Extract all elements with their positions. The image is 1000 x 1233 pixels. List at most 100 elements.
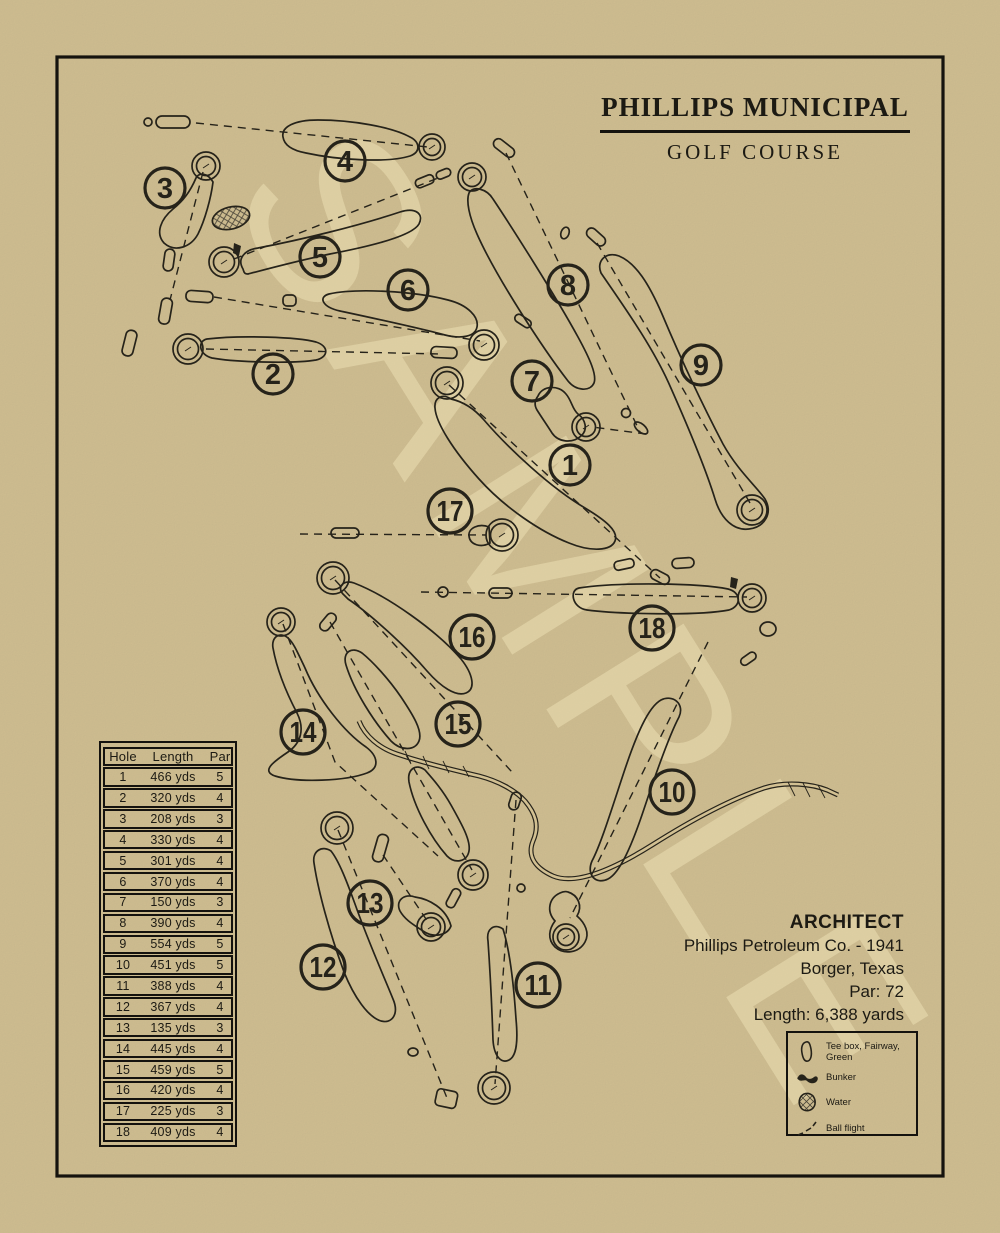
hole-17-green [485,518,519,552]
hole-15-fairway-lower [407,766,471,862]
legend-item-teebox: Tee box, Fairway, Green [796,1039,912,1065]
hole-4-fairway [282,119,419,161]
cell-length: 388 yds [150,978,196,993]
hole-number-badge: 1 [548,443,592,487]
legend-label: Water [826,1097,851,1109]
cell-hole: 9 [119,937,127,952]
legend-label: Ball flight [826,1123,865,1135]
hole-15-green [457,859,489,891]
hole-8-green [457,162,487,192]
ball-flight-lines [169,122,751,1099]
water-hazard [211,205,251,231]
hole-number-badge: 10 [648,768,696,816]
architect-company: Phillips Petroleum Co. - 1941 [683,936,904,955]
hole-number-badge: 7 [510,359,554,403]
hole-number-badge: 16 [448,613,496,661]
cell-length: 330 yds [150,832,196,847]
cell-par: 4 [216,1125,224,1140]
header-par: Par [209,748,231,764]
svg-text:11: 11 [525,970,552,1002]
svg-text:15: 15 [445,709,472,741]
svg-text:2: 2 [265,359,281,391]
cell-par: 3 [216,1020,224,1035]
cell-length: 225 yds [150,1104,196,1119]
svg-text:8: 8 [560,270,576,302]
hole-18-green [737,583,767,613]
cell-par: 4 [216,999,224,1014]
hole-number-badge: 5 [298,235,342,279]
cell-length: 150 yds [150,895,196,910]
tee-boxes [121,115,777,1110]
hole-9-green [736,494,768,526]
svg-text:6: 6 [400,275,416,307]
hole-16-fairway [339,581,473,695]
cell-hole: 4 [119,832,127,847]
cell-par: 4 [216,853,224,868]
cell-par: 5 [216,937,224,952]
cell-par: 4 [216,832,224,847]
cell-par: 4 [216,790,224,805]
cell-par: 4 [216,1041,224,1056]
cell-par: 5 [216,770,224,785]
hole-2-green [172,333,204,365]
cell-length: 367 yds [150,999,196,1014]
header-length: Length [152,748,194,764]
hole-7-green [571,412,601,442]
hole-12-green [320,811,354,845]
cell-hole: 13 [115,1020,131,1035]
hole-number-badge: 17 [426,487,474,535]
svg-text:9: 9 [693,350,709,382]
hole-4-green [418,133,446,161]
cell-length: 390 yds [150,916,196,931]
cell-length: 370 yds [150,874,196,889]
cell-length: 301 yds [150,853,196,868]
hole-6-green [468,329,500,361]
table-row: 4 330 yds 4 [103,830,233,850]
svg-text:1: 1 [562,450,578,482]
legend-label: Bunker [826,1072,857,1084]
cell-par: 4 [216,1083,224,1098]
cell-par: 3 [216,811,224,826]
hole-number-badge: 3 [143,166,187,210]
svg-text:12: 12 [310,952,337,984]
cell-hole: 1 [119,770,127,785]
hole-16-green [316,561,350,595]
hole-14-fairway [268,634,377,782]
legend-item-water: Water [796,1091,912,1115]
cell-hole: 8 [119,916,127,931]
cell-par: 3 [216,1104,224,1119]
cell-length: 208 yds [150,811,196,826]
svg-text:14: 14 [290,717,317,749]
hole-9-fairway [598,253,769,530]
cell-hole: 16 [115,1083,131,1098]
architect-location: Borger, Texas [800,959,904,978]
ball-flight-icon [797,1121,817,1136]
greens [172,133,768,1105]
svg-text:13: 13 [357,888,384,920]
hole-15-fairway-upper [344,649,421,750]
svg-text:5: 5 [312,242,328,274]
header-hole: Hole [109,748,137,764]
cell-hole: 3 [119,811,127,826]
hole-17-green-tail [468,524,491,547]
map-legend: Tee box, Fairway, Green Bunker Water Bal… [786,1031,918,1136]
cell-hole: 11 [116,978,130,993]
hole-2-fairway [199,336,327,364]
hole-11-green [477,1071,511,1105]
legend-item-bunker: Bunker [796,1070,912,1086]
hole-5-green [208,246,240,278]
svg-text:3: 3 [157,173,173,205]
